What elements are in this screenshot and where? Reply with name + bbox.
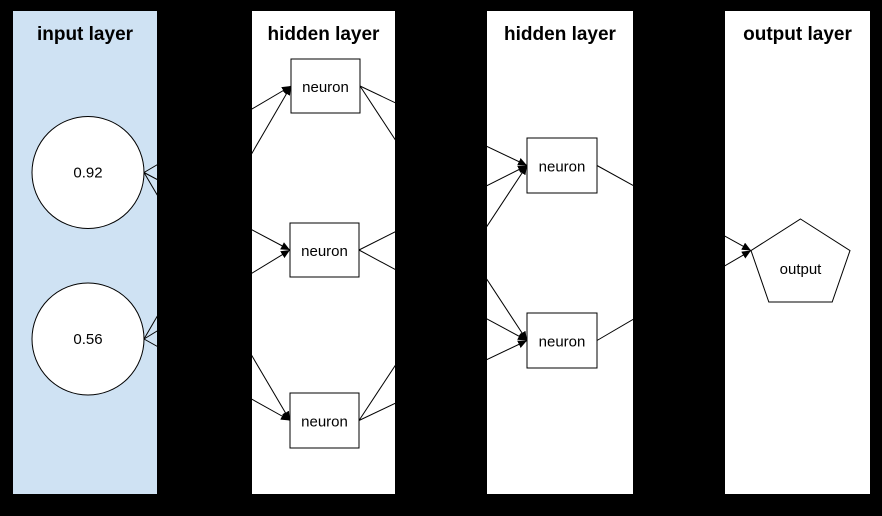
node-label-h1-neuron-1: neuron <box>302 79 349 96</box>
panel-title-hidden-layer-1: hidden layer <box>268 24 381 45</box>
edge-h1-neuron-3-to-h2-neuron-1 <box>358 165 528 421</box>
panel-title-output-layer: output layer <box>743 24 852 45</box>
edge-h1-neuron-1-to-h2-neuron-2 <box>359 85 528 341</box>
edge-input-2-to-h1-neuron-1 <box>143 85 292 340</box>
neuron-node-rect-h1-neuron-1 <box>290 58 361 114</box>
neuron-node-rect-h2-neuron-1 <box>526 137 598 194</box>
edge-input-1-to-h1-neuron-2 <box>143 172 291 251</box>
node-label-h2-neuron-1: neuron <box>539 159 586 176</box>
neuron-node-rect-h1-neuron-2 <box>289 222 360 278</box>
edge-h1-neuron-1-to-h2-neuron-1 <box>359 85 528 166</box>
edge-h2-neuron-2-to-output-1 <box>596 250 752 341</box>
node-label-h2-neuron-2: neuron <box>539 334 586 351</box>
edge-input-1-to-h1-neuron-3 <box>143 172 291 421</box>
edge-h1-neuron-2-to-h2-neuron-1 <box>358 165 528 251</box>
edge-h1-neuron-2-to-h2-neuron-2 <box>358 249 528 341</box>
neuron-node-rect-h1-neuron-3 <box>289 392 360 449</box>
edge-h1-neuron-3-to-h2-neuron-2 <box>358 340 528 421</box>
neuron-node-rect-h2-neuron-2 <box>526 312 598 369</box>
node-label-output-1: output <box>780 261 823 278</box>
panel-title-input-layer: input layer <box>37 24 134 45</box>
input-node-circle-input-2 <box>31 282 145 396</box>
edge-input-2-to-h1-neuron-3 <box>143 338 291 421</box>
panel-input-layer <box>13 11 157 494</box>
node-label-input-1: 0.92 <box>73 165 102 182</box>
node-label-h1-neuron-3: neuron <box>301 414 348 431</box>
node-label-input-2: 0.56 <box>73 331 102 348</box>
input-node-circle-input-1 <box>31 116 145 229</box>
node-label-h1-neuron-2: neuron <box>301 243 348 260</box>
edge-h2-neuron-1-to-output-1 <box>596 165 752 251</box>
edge-input-2-to-h1-neuron-2 <box>143 249 291 340</box>
panel-title-hidden-layer-2: hidden layer <box>504 24 617 45</box>
output-node-pentagon-output-1 <box>750 218 851 303</box>
edge-input-1-to-h1-neuron-1 <box>143 85 292 173</box>
panel-hidden-layer-2 <box>487 11 633 494</box>
